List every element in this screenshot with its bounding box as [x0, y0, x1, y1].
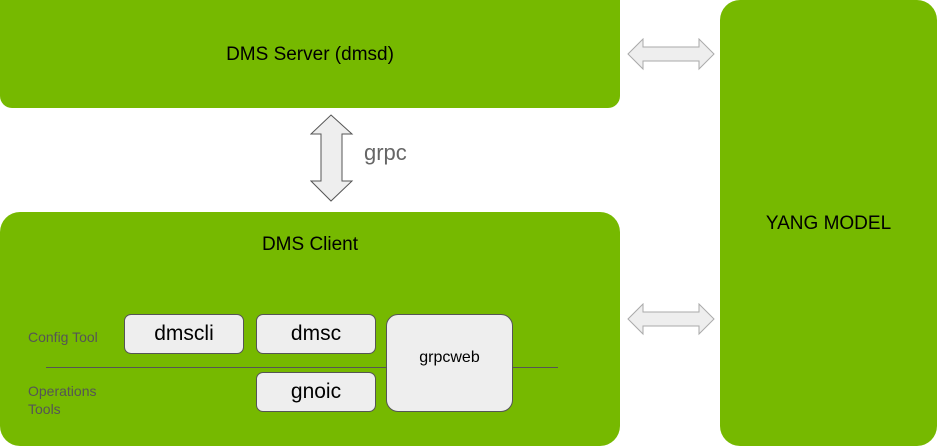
dmscli-box: dmscli: [124, 314, 244, 354]
operations-tools-label: Operations Tools: [28, 383, 97, 417]
config-tool-label: Config Tool: [28, 329, 98, 345]
yang-model-block: YANG MODEL: [720, 0, 937, 446]
grpc-label: grpc: [364, 140, 407, 165]
gnoic-box: gnoic: [256, 372, 376, 412]
yang-model-label: YANG MODEL: [765, 213, 892, 234]
grpc-arrow: [310, 114, 354, 202]
server-yang-arrow: [627, 38, 715, 71]
grpcweb-box: grpcweb: [386, 314, 513, 412]
row-divider: [46, 367, 558, 368]
dms-client-label: DMS Client: [261, 234, 359, 255]
dms-server-label: DMS Server (dmsd): [226, 44, 394, 65]
client-yang-arrow: [627, 303, 715, 336]
dms-server-block: DMS Server (dmsd): [0, 0, 620, 108]
dmsc-box: dmsc: [256, 314, 376, 354]
